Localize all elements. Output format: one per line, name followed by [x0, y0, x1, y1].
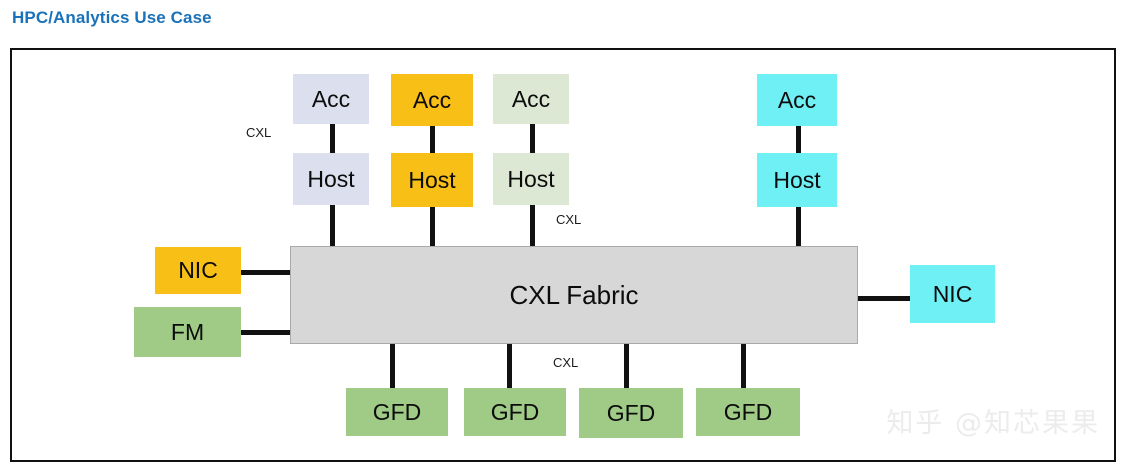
node-host-4-label: Host — [773, 166, 821, 193]
node-cxl-fabric[interactable]: CXL Fabric — [290, 246, 858, 344]
node-gfd-2[interactable]: GFD — [464, 388, 566, 436]
link-fabric-gfd-1 — [390, 340, 395, 388]
node-host-3[interactable]: Host — [493, 153, 569, 205]
node-host-2[interactable]: Host — [391, 153, 473, 207]
node-gfd-4-label: GFD — [723, 398, 773, 425]
edge-label-cxl-1: CXL — [246, 125, 272, 140]
node-nic-left[interactable]: NIC — [155, 247, 241, 294]
node-acc-3[interactable]: Acc — [493, 74, 569, 124]
link-acc-host-4 — [796, 122, 801, 162]
node-nic-right-label: NIC — [932, 280, 973, 307]
link-acc-host-3 — [530, 122, 535, 162]
link-host-fabric-2 — [430, 205, 435, 255]
diagram-frame: Acc Acc Acc Acc Host Host Host Host NIC … — [10, 48, 1116, 462]
node-acc-1-label: Acc — [311, 85, 351, 112]
node-host-4[interactable]: Host — [757, 153, 837, 207]
node-acc-2[interactable]: Acc — [391, 74, 473, 126]
link-acc-host-1 — [330, 122, 335, 162]
node-fm-label: FM — [170, 318, 205, 345]
watermark: 知乎 @知芯果果 — [886, 408, 1100, 439]
node-acc-4[interactable]: Acc — [757, 74, 837, 126]
node-acc-1[interactable]: Acc — [293, 74, 369, 124]
node-gfd-3[interactable]: GFD — [579, 388, 683, 438]
link-fabric-gfd-4 — [741, 340, 746, 388]
link-host-fabric-3 — [530, 205, 535, 255]
node-acc-4-label: Acc — [777, 86, 817, 113]
link-acc-host-2 — [430, 122, 435, 162]
node-fm[interactable]: FM — [134, 307, 241, 357]
node-acc-3-label: Acc — [511, 85, 551, 112]
node-gfd-1-label: GFD — [372, 398, 422, 425]
edge-label-cxl-2: CXL — [556, 212, 582, 227]
node-gfd-2-label: GFD — [490, 398, 540, 425]
node-cxl-fabric-label: CXL Fabric — [509, 280, 639, 310]
node-nic-right[interactable]: NIC — [910, 265, 995, 323]
link-nic-fabric-left — [241, 270, 294, 275]
link-fm-fabric — [241, 330, 294, 335]
node-host-3-label: Host — [507, 165, 555, 192]
link-fabric-gfd-2 — [507, 340, 512, 388]
node-acc-2-label: Acc — [412, 86, 452, 113]
node-host-2-label: Host — [408, 166, 456, 193]
node-nic-left-label: NIC — [178, 257, 218, 283]
link-host-fabric-1 — [330, 205, 335, 255]
node-gfd-3-label: GFD — [606, 399, 656, 426]
link-host-fabric-4 — [796, 205, 801, 255]
node-host-1[interactable]: Host — [293, 153, 369, 205]
link-fabric-gfd-3 — [624, 340, 629, 388]
page-title: HPC/Analytics Use Case — [12, 8, 212, 27]
node-gfd-4[interactable]: GFD — [696, 388, 800, 436]
node-gfd-1[interactable]: GFD — [346, 388, 448, 436]
edge-label-cxl-3: CXL — [553, 355, 579, 370]
link-fabric-nic-right — [858, 296, 913, 301]
node-host-1-label: Host — [307, 165, 355, 192]
